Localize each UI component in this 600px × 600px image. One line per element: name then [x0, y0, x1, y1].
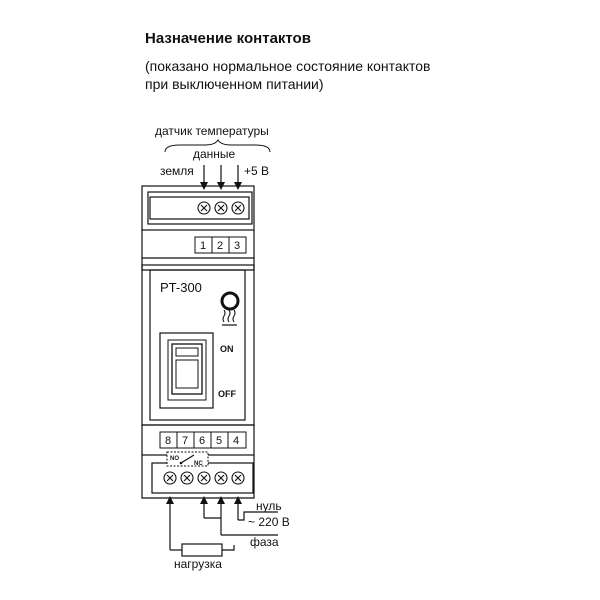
terminal-number-7: 7: [182, 435, 188, 447]
bottom-screw-8: [163, 471, 177, 485]
device-body: [141, 185, 255, 499]
top-screw-3: [231, 201, 245, 215]
diagram-subtitle: (показано нормальное состояние контактов…: [145, 57, 430, 93]
phase-label: фаза: [250, 535, 279, 549]
terminal-number-8: 8: [165, 435, 171, 447]
terminal-number-3: 3: [234, 240, 240, 252]
top-terminal-strip: 1 2 3: [194, 236, 247, 254]
on-label: ON: [220, 344, 234, 354]
terminal-number-1: 1: [200, 240, 206, 252]
indicator-led-icon: [220, 291, 240, 311]
top-screw-1: [197, 201, 211, 215]
bottom-screw-7: [180, 471, 194, 485]
sensor-label: датчик температуры: [155, 124, 269, 138]
terminal-number-6: 6: [199, 435, 205, 447]
top-screw-2: [214, 201, 228, 215]
neutral-label: нуль: [256, 499, 282, 513]
bottom-terminal-strip: 8 7 6 5 4: [159, 431, 247, 449]
load-label: нагрузка: [174, 557, 222, 571]
heat-icon: [222, 309, 236, 323]
load-resistor: [181, 543, 223, 557]
ground-label: земля: [160, 164, 194, 178]
device-model: PT-300: [160, 280, 202, 295]
subtitle-line-1: (показано нормальное состояние контактов: [145, 58, 431, 74]
subtitle-line-2: при выключенном питании): [145, 76, 324, 92]
terminal-number-4: 4: [233, 435, 239, 447]
relay-no-label: NO: [170, 456, 179, 462]
relay-nc-label: NC: [194, 461, 203, 467]
diagram-title: Назначение контактов: [145, 30, 311, 47]
bottom-screw-5: [214, 471, 228, 485]
power-switch[interactable]: [159, 332, 214, 409]
bottom-screw-4: [231, 471, 245, 485]
power-label: +5 В: [244, 164, 269, 178]
sensor-brace: [164, 139, 271, 153]
relay-contact-symbol: NO NC: [166, 451, 209, 467]
bottom-screw-6: [197, 471, 211, 485]
bottom-wiring: [166, 496, 278, 551]
terminal-number-5: 5: [216, 435, 222, 447]
off-label: OFF: [218, 389, 236, 399]
terminal-number-2: 2: [217, 240, 223, 252]
data-label: данные: [193, 147, 236, 161]
voltage-label: ~ 220 В: [248, 515, 290, 529]
